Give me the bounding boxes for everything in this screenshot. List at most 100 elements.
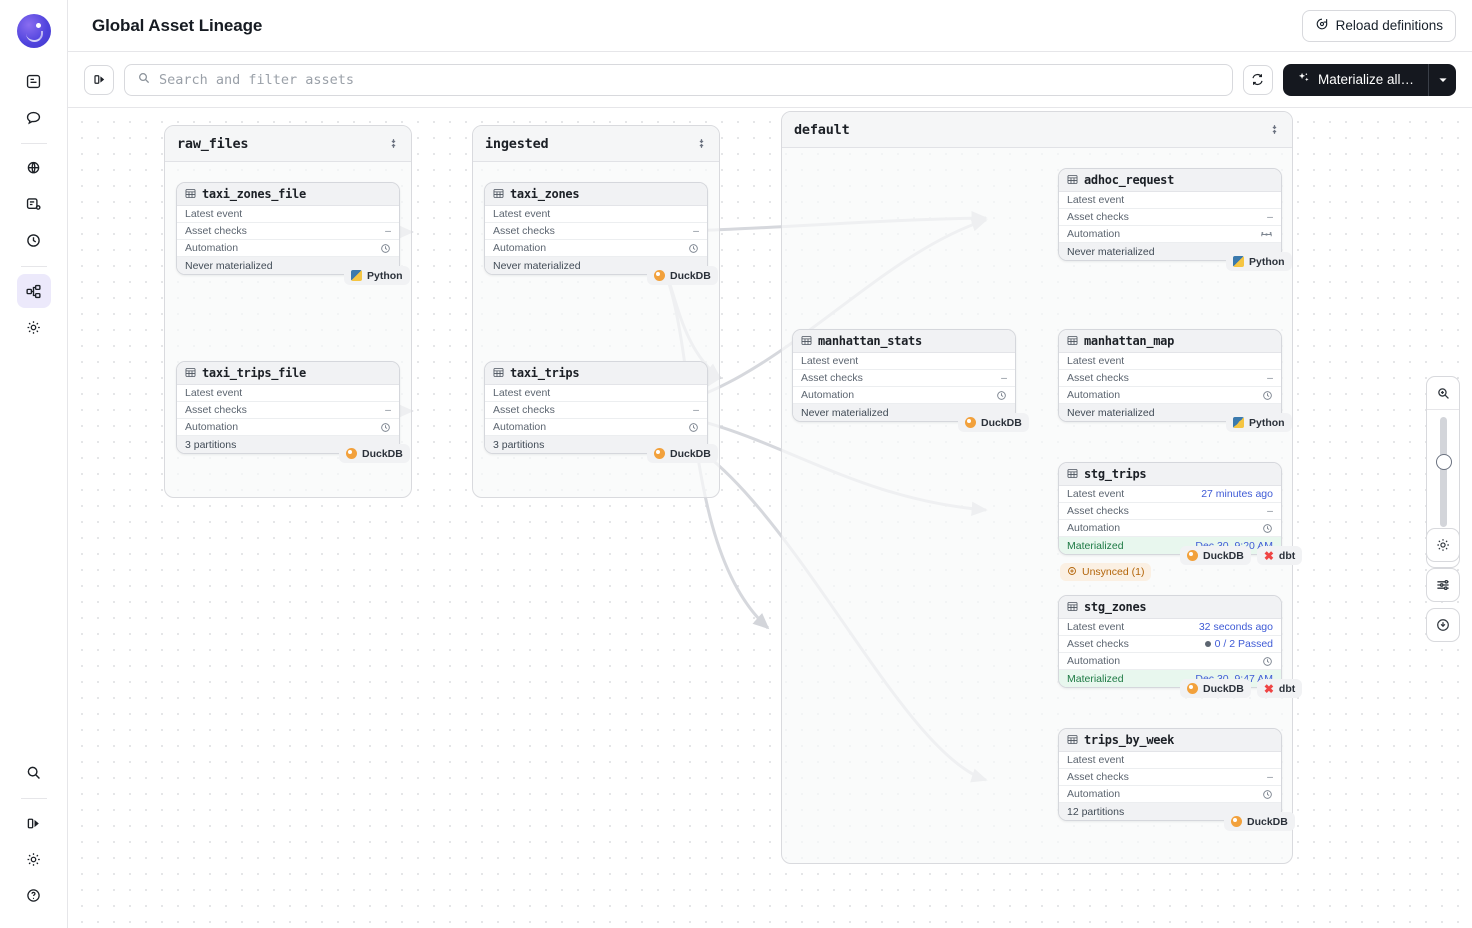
table-icon — [1067, 173, 1078, 188]
tag-duckdb[interactable]: DuckDB — [1180, 679, 1251, 698]
asset-node-header[interactable]: manhattan_stats — [793, 330, 1015, 353]
automation-clock-icon[interactable] — [688, 422, 699, 433]
asset-row-automation: Automation — [177, 240, 399, 257]
asset-node-header[interactable]: taxi_trips_file — [177, 362, 399, 385]
automation-sensor-icon[interactable] — [1260, 230, 1273, 239]
asset-node-header[interactable]: taxi_zones_file — [177, 183, 399, 206]
runs-clock-icon[interactable] — [17, 223, 51, 257]
automation-clock-icon[interactable] — [380, 243, 391, 254]
chat-icon[interactable] — [17, 100, 51, 134]
tag-python[interactable]: Python — [1226, 252, 1292, 271]
row-value[interactable]: 32 seconds ago — [1198, 621, 1273, 633]
collapse-group-icon[interactable] — [696, 138, 707, 149]
tag-dbt[interactable]: ✖dbt — [1256, 679, 1303, 698]
dagster-logo[interactable] — [16, 14, 51, 48]
deployment-icon[interactable] — [17, 64, 51, 98]
tag-dbt[interactable]: ✖dbt — [1256, 546, 1303, 565]
footer-label: Never materialized — [493, 259, 581, 272]
footer-label: 3 partitions — [493, 438, 545, 451]
asset-row-automation: Automation — [485, 419, 707, 436]
tag-duckdb[interactable]: DuckDB — [647, 266, 718, 285]
automation-clock-icon[interactable] — [1262, 656, 1273, 667]
footer-label: Never materialized — [1067, 406, 1155, 419]
lineage-canvas[interactable]: raw_files ingested — [68, 108, 1472, 928]
tag-duckdb[interactable]: DuckDB — [958, 413, 1029, 432]
tag-python[interactable]: Python — [344, 266, 410, 285]
automation-clock-icon[interactable] — [996, 390, 1007, 401]
group-header-default[interactable]: default — [782, 112, 1292, 148]
toggle-sidebar-icon[interactable] — [84, 64, 114, 95]
tag-duckdb[interactable]: DuckDB — [1180, 546, 1251, 565]
search-icon[interactable] — [17, 755, 51, 789]
settings-gear-icon-bottom[interactable] — [17, 842, 51, 876]
reload-definitions-button[interactable]: Reload definitions — [1301, 9, 1456, 42]
jobs-icon[interactable] — [17, 187, 51, 221]
graph-filters-icon[interactable] — [1426, 568, 1460, 602]
duckdb-icon — [1187, 683, 1198, 694]
materialize-all-button[interactable]: Materialize all… — [1282, 63, 1428, 96]
asset-node-name: taxi_trips — [510, 366, 580, 380]
search-input[interactable] — [159, 71, 1220, 88]
tag-duckdb[interactable]: DuckDB — [339, 444, 410, 463]
zoom-in-icon[interactable] — [1427, 377, 1459, 409]
asset-lineage-icon[interactable] — [16, 274, 51, 308]
automation-clock-icon[interactable] — [1262, 390, 1273, 401]
asset-row-latest-event: Latest event — [177, 385, 399, 402]
search-icon — [137, 71, 151, 88]
asset-tags-adhoc_request: Python — [1226, 252, 1292, 271]
group-header-raw_files[interactable]: raw_files — [165, 126, 411, 162]
asset-node-header[interactable]: stg_trips — [1059, 463, 1281, 486]
automation-clock-icon[interactable] — [1262, 523, 1273, 534]
globe-icon[interactable] — [17, 151, 51, 185]
search-field[interactable] — [124, 63, 1233, 96]
refresh-icon[interactable] — [1242, 64, 1273, 95]
unsynced-badge[interactable]: Unsynced (1) — [1060, 563, 1152, 581]
collapse-group-icon[interactable] — [1269, 124, 1280, 135]
tag-duckdb[interactable]: DuckDB — [1224, 812, 1295, 831]
zoom-slider[interactable] — [1427, 410, 1459, 534]
zoom-slider-thumb[interactable] — [1436, 454, 1452, 470]
asset-tags-manhattan_map: Python — [1226, 413, 1292, 432]
row-value: – — [693, 225, 699, 237]
automation-clock-icon[interactable] — [380, 422, 391, 433]
row-value[interactable]: 27 minutes ago — [1201, 488, 1273, 500]
recenter-icon[interactable] — [1426, 608, 1460, 642]
collapse-group-icon[interactable] — [388, 138, 399, 149]
asset-checks-value[interactable]: 0 / 2 Passed — [1204, 638, 1273, 650]
row-value: – — [385, 225, 391, 237]
materialize-dropdown-caret[interactable] — [1428, 63, 1456, 96]
asset-node-header[interactable]: stg_zones — [1059, 596, 1281, 619]
graph-settings-icon[interactable] — [1426, 528, 1460, 562]
asset-node-header[interactable]: taxi_zones — [485, 183, 707, 206]
automation-clock-icon[interactable] — [1262, 789, 1273, 800]
python-icon — [351, 270, 362, 281]
tag-label: DuckDB — [362, 447, 403, 460]
group-header-ingested[interactable]: ingested — [473, 126, 719, 162]
automation-clock-icon[interactable] — [688, 243, 699, 254]
tag-duckdb[interactable]: DuckDB — [647, 444, 718, 463]
asset-node-header[interactable]: adhoc_request — [1059, 169, 1281, 192]
tag-python[interactable]: Python — [1226, 413, 1292, 432]
asset-node-header[interactable]: manhattan_map — [1059, 330, 1281, 353]
tag-label: dbt — [1278, 549, 1296, 562]
row-label: Asset checks — [1067, 372, 1129, 384]
settings-gear-icon[interactable] — [17, 310, 51, 344]
asset-node-name: stg_trips — [1084, 467, 1147, 481]
expand-panel-icon[interactable] — [17, 806, 51, 840]
asset-tags-trips_by_week: DuckDB — [1224, 812, 1295, 831]
asset-node-header[interactable]: taxi_trips — [485, 362, 707, 385]
asset-node-header[interactable]: trips_by_week — [1059, 729, 1281, 752]
footer-label: 12 partitions — [1067, 805, 1125, 818]
help-circle-icon[interactable] — [17, 878, 51, 912]
